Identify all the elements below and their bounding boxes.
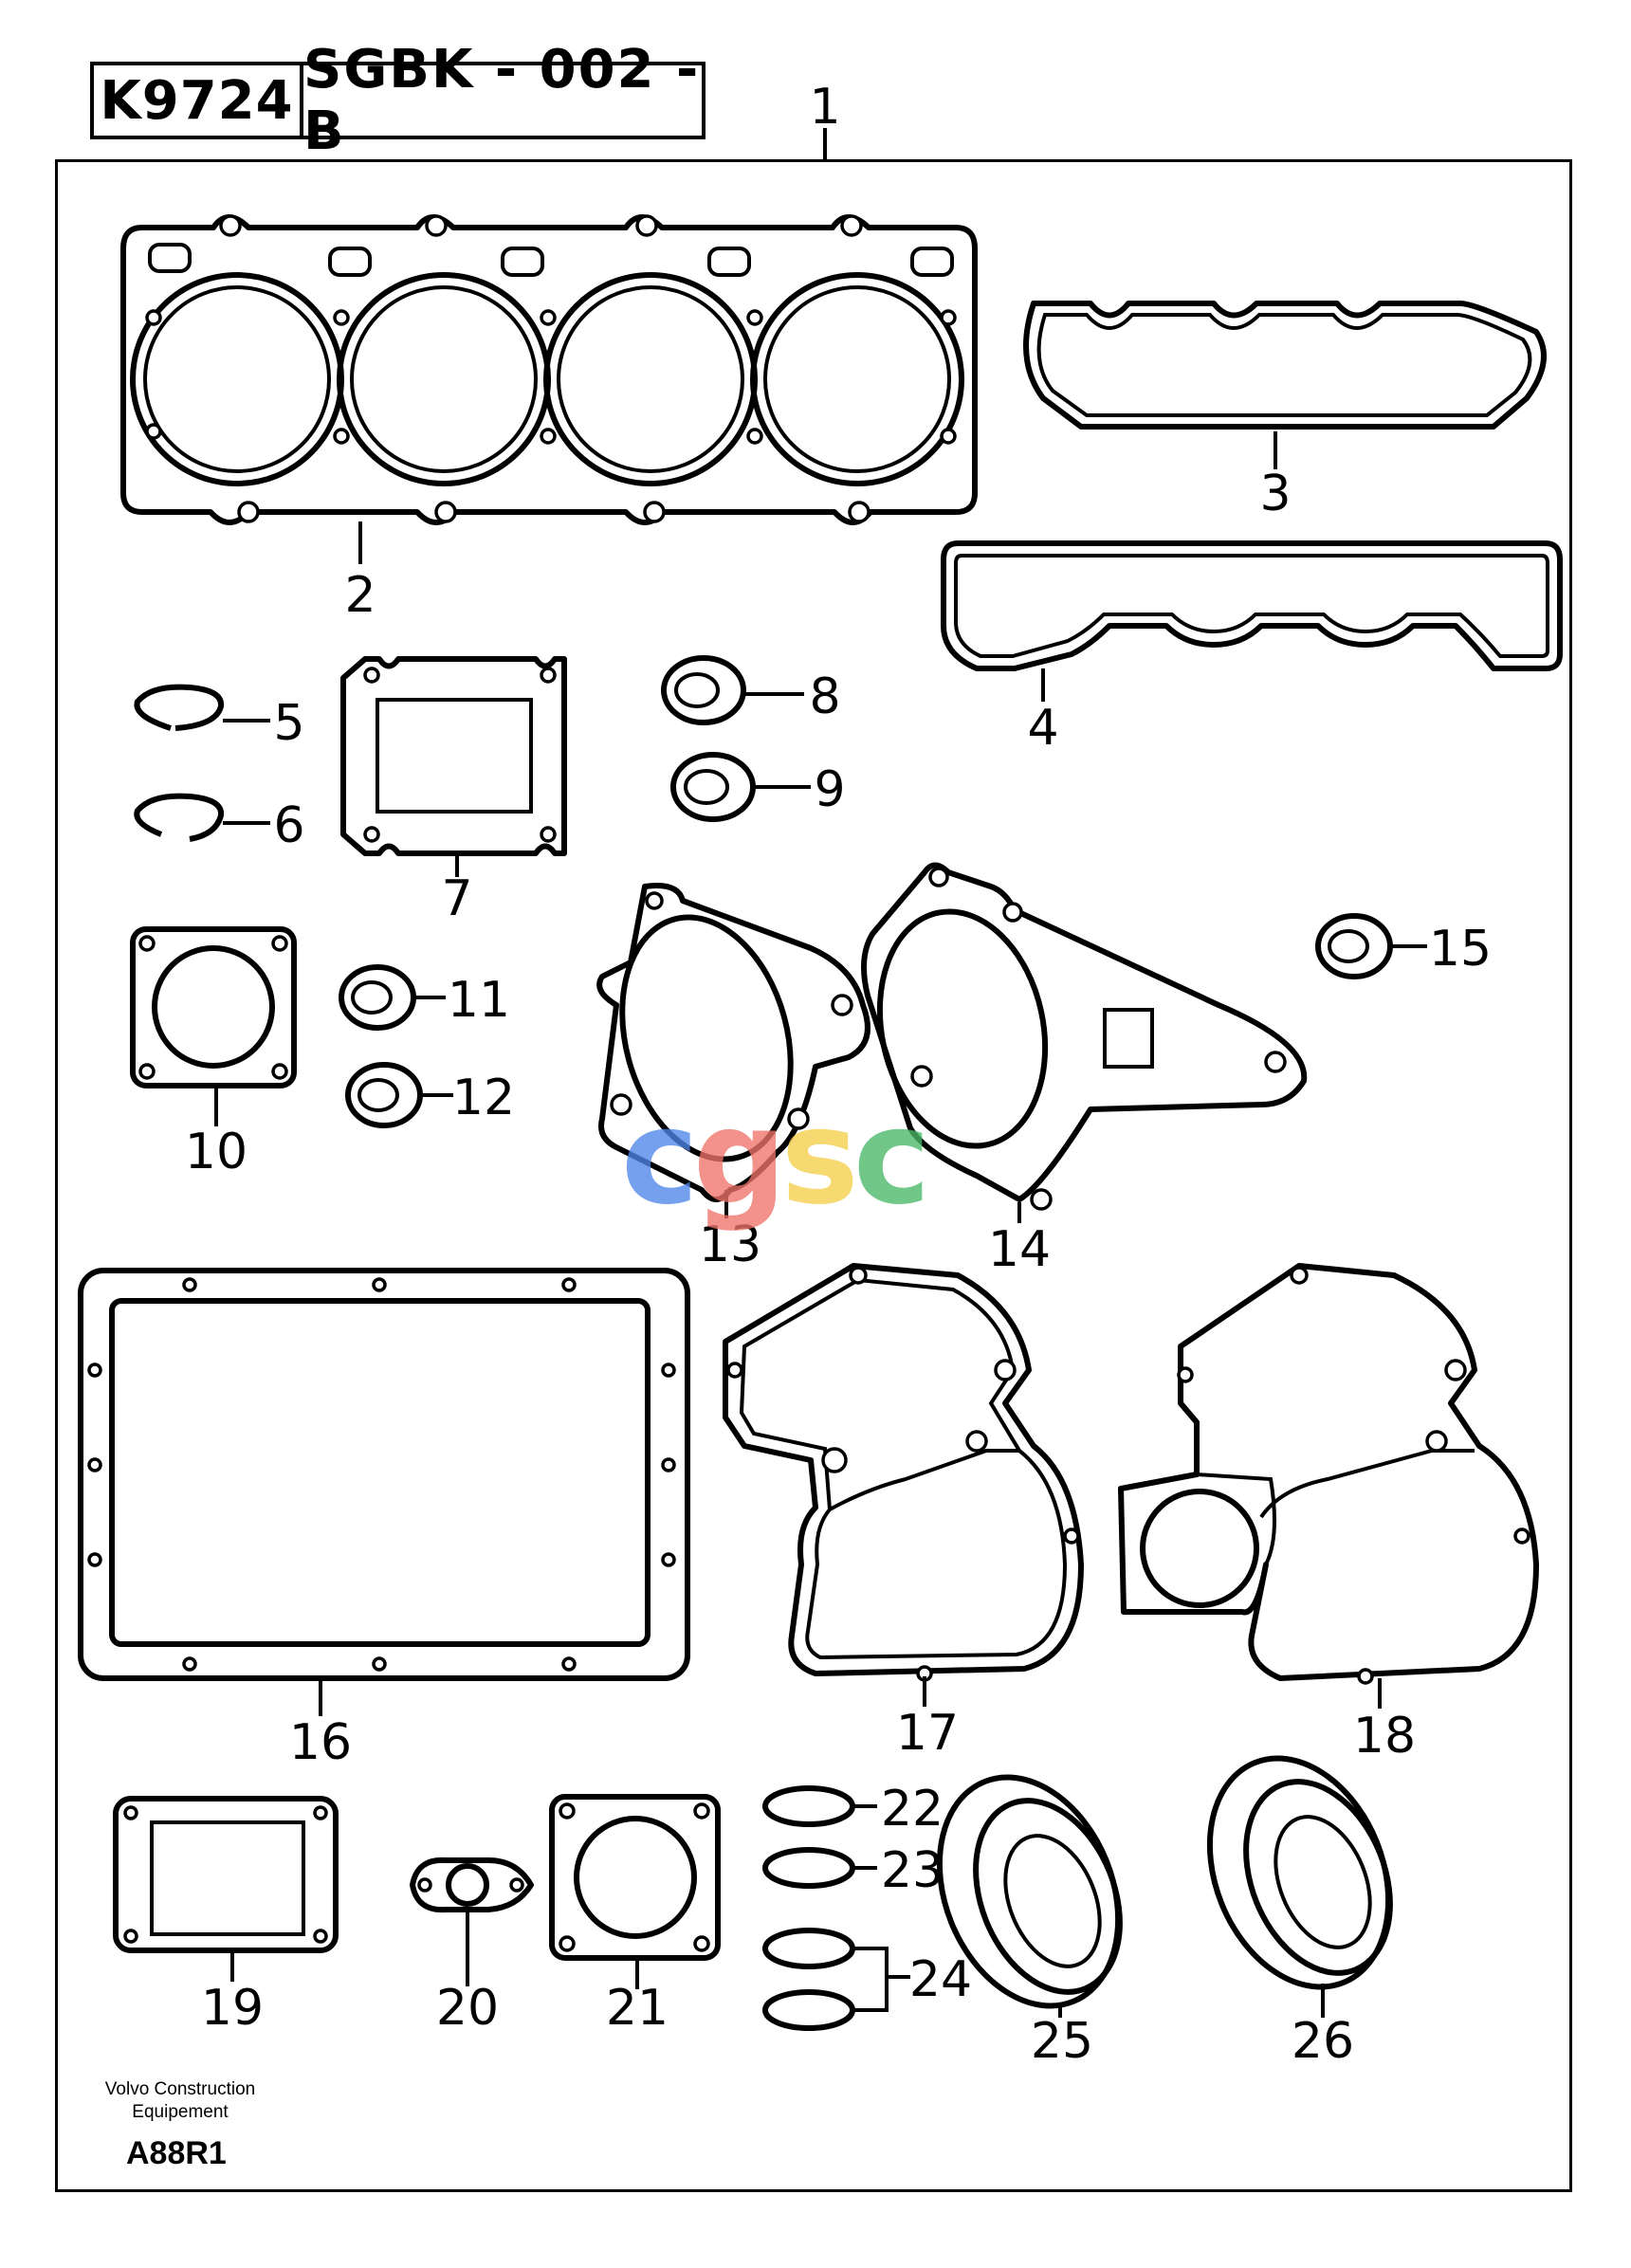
- part-crankshaft-seal-26: [1206, 1755, 1393, 2018]
- part-seal-11: [339, 964, 446, 1031]
- watermark-logo: cgsc: [621, 1081, 931, 1234]
- callout-22: 22: [881, 1781, 944, 1838]
- watermark-letter: s: [780, 1081, 859, 1234]
- part-oil-sump-gasket-16: [78, 1268, 690, 1716]
- callout-7: 7: [441, 870, 472, 927]
- part-valve-cover-gasket-lower: [941, 540, 1563, 702]
- part-valve-cover-gasket-upper: [1023, 301, 1547, 469]
- part-seal-9: [670, 752, 811, 822]
- callout-9: 9: [814, 761, 845, 818]
- header-part-code: K9724: [90, 62, 303, 139]
- part-o-ring-pair-24: [762, 1928, 910, 2031]
- watermark-letter: g: [692, 1081, 787, 1234]
- part-o-ring-22: [762, 1785, 877, 1827]
- part-front-cover-gasket-17: [723, 1263, 1084, 1707]
- callout-11: 11: [448, 972, 510, 1029]
- drawing-frame: [55, 159, 1572, 2192]
- part-bracket-gasket-13: [596, 883, 870, 1218]
- footer-brand: Volvo Construction Equipement: [104, 2079, 256, 2122]
- part-square-gasket-10: [130, 926, 297, 1126]
- callout-10: 10: [185, 1124, 247, 1180]
- callout-12: 12: [452, 1070, 515, 1126]
- callout-24: 24: [909, 1951, 972, 2008]
- callout-25: 25: [1031, 2013, 1093, 2070]
- callout-4: 4: [1027, 700, 1058, 757]
- footer-drawing-code: A88R1: [126, 2135, 227, 2171]
- part-rectangular-gasket-19: [113, 1796, 339, 1982]
- part-flange-gasket-7: [340, 656, 567, 877]
- callout-23: 23: [881, 1842, 944, 1899]
- callout-3: 3: [1259, 466, 1291, 522]
- callout-14: 14: [988, 1221, 1051, 1278]
- callout-21: 21: [606, 1980, 669, 2037]
- callout-13: 13: [699, 1216, 761, 1273]
- callout-2: 2: [344, 567, 376, 624]
- part-seal-8: [661, 655, 804, 725]
- callout-19: 19: [201, 1980, 264, 2037]
- part-snap-ring-6: [134, 793, 270, 842]
- callout-17: 17: [896, 1705, 959, 1762]
- callout-26: 26: [1292, 2013, 1354, 2070]
- part-cylinder-head-gasket: [120, 214, 978, 564]
- callout-15: 15: [1429, 921, 1492, 978]
- callout-20: 20: [436, 1980, 499, 2037]
- callout-5: 5: [273, 695, 304, 752]
- callout-18: 18: [1353, 1708, 1416, 1765]
- callout-16: 16: [289, 1714, 352, 1771]
- part-square-gasket-21: [549, 1794, 721, 1989]
- callout-6: 6: [273, 797, 304, 854]
- part-timing-cover-gasket-14: [861, 862, 1308, 1223]
- part-seal-12: [345, 1062, 453, 1128]
- watermark-letter: c: [852, 1081, 931, 1234]
- part-front-cover-gasket-18: [1118, 1263, 1539, 1709]
- callout-1: 1: [809, 79, 840, 136]
- part-o-ring-23: [762, 1847, 877, 1889]
- part-seal-15: [1315, 913, 1427, 979]
- watermark-letter: c: [621, 1081, 699, 1234]
- callout-8: 8: [809, 668, 840, 725]
- callout-labels: 1 2 3 4 5 6 7 8 9 10 11 12 13 14 15 16 1…: [185, 79, 1492, 2070]
- part-snap-ring-5: [134, 684, 270, 731]
- part-two-bolt-gasket-20: [410, 1856, 534, 1986]
- part-crankshaft-seal-25: [936, 1774, 1123, 2018]
